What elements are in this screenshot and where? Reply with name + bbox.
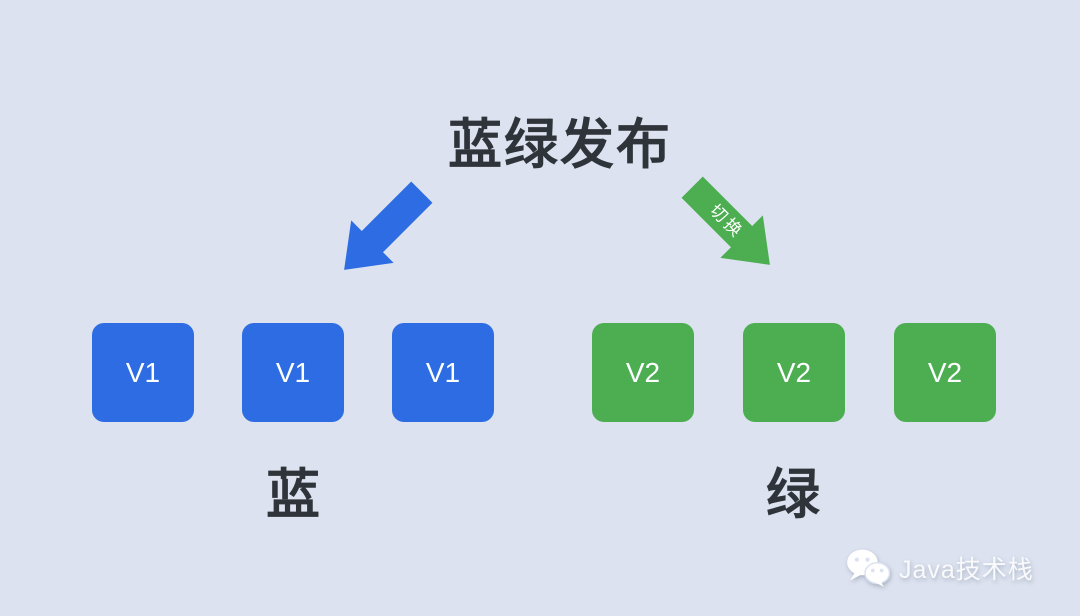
- instance-box-v1: V1: [242, 323, 344, 422]
- instance-box-v1: V1: [392, 323, 494, 422]
- blue-box-row: V1 V1 V1: [92, 323, 494, 422]
- wechat-icon: [846, 549, 890, 587]
- instance-box-v2: V2: [743, 323, 845, 422]
- arrow-down-right-icon: [671, 166, 791, 286]
- blue-cluster: V1 V1 V1 蓝: [92, 323, 494, 522]
- green-box-row: V2 V2 V2: [592, 323, 996, 422]
- watermark: Java技术栈: [846, 549, 1034, 587]
- arrow-down-left-icon: [323, 171, 443, 291]
- blue-cluster-label: 蓝: [266, 465, 320, 525]
- watermark-text: Java技术栈: [899, 556, 1034, 584]
- instance-box-v2: V2: [592, 323, 694, 422]
- page-title: 蓝绿发布: [448, 115, 672, 175]
- green-cluster: V2 V2 V2 绿: [592, 323, 996, 525]
- instance-box-v2: V2: [894, 323, 996, 422]
- green-cluster-label: 绿: [766, 465, 820, 525]
- instance-box-v1: V1: [92, 323, 194, 422]
